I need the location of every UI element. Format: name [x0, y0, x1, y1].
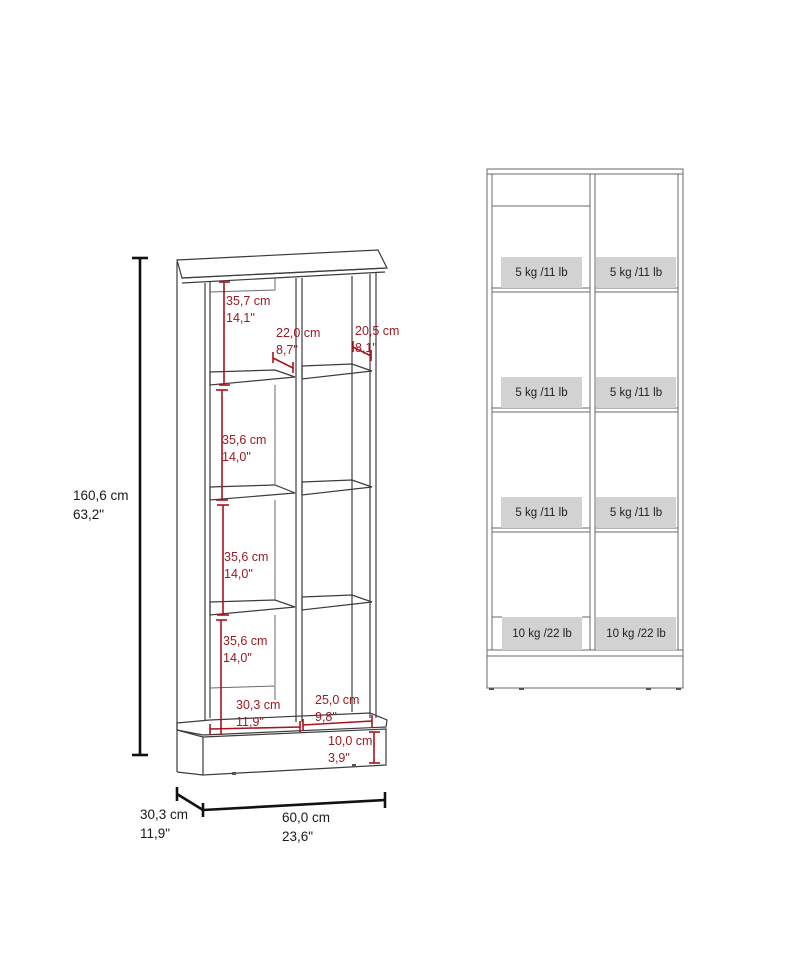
base-height-label: 10,0 cm 3,9"	[328, 733, 372, 767]
overall-height-cm: 160,6 cm	[73, 488, 129, 503]
dimension-in: 14,0"	[223, 651, 252, 665]
overall-height-label: 160,6 cm 63,2"	[73, 486, 129, 524]
dimension-cm: 35,6 cm	[222, 433, 267, 447]
dimension-in: 8,7"	[276, 343, 298, 357]
right-width-bottom-label: 25,0 cm 9,8"	[315, 692, 359, 726]
overall-width-in: 23,6"	[282, 829, 314, 844]
dimension-cm: 35,6 cm	[224, 550, 269, 564]
load-capacity-row2-right: 5 kg /11 lb	[596, 377, 676, 408]
load-capacity-row4-right: 10 kg /22 lb	[596, 617, 676, 650]
bookcase-perspective-view	[132, 249, 388, 817]
dimension-in: 14,1"	[226, 311, 255, 325]
overall-depth-label: 30,3 cm 11,9"	[140, 805, 188, 843]
interior-dimension-lines	[209, 281, 380, 764]
right-depth-top-label: 20,5 cm 8,1"	[355, 323, 399, 357]
dimension-in: 14,0"	[224, 567, 253, 581]
overall-depth-in: 11,9"	[140, 826, 171, 841]
dimension-cm: 35,7 cm	[226, 294, 271, 308]
left-width-bottom-label: 30,3 cm 11,9"	[236, 697, 280, 731]
bookcase-front-view	[486, 168, 684, 690]
overall-width-cm: 60,0 cm	[282, 810, 331, 825]
dimension-cm: 10,0 cm	[328, 734, 373, 748]
dimension-cm: 25,0 cm	[315, 693, 360, 707]
load-capacity-row3-right: 5 kg /11 lb	[596, 497, 676, 528]
compartment-2-height-label: 35,6 cm 14,0"	[222, 432, 266, 466]
overall-depth-cm: 30,3 cm	[140, 807, 189, 822]
dimension-in: 3,9"	[328, 751, 350, 765]
overall-height-in: 63,2"	[73, 507, 105, 522]
compartment-4-height-label: 35,6 cm 14,0"	[223, 633, 267, 667]
compartment-3-height-label: 35,6 cm 14,0"	[224, 549, 268, 583]
dimension-cm: 35,6 cm	[223, 634, 268, 648]
load-capacity-row3-left: 5 kg /11 lb	[501, 497, 582, 528]
dimension-in: 11,9"	[236, 715, 264, 729]
dimension-cm: 20,5 cm	[355, 324, 400, 338]
overall-width-label: 60,0 cm 23,6"	[282, 808, 330, 846]
top-compartment-height-label: 35,7 cm 14,1"	[226, 293, 270, 327]
load-capacity-row1-right: 5 kg /11 lb	[596, 257, 676, 288]
load-capacity-row4-left: 10 kg /22 lb	[502, 617, 582, 650]
left-depth-top-label: 22,0 cm 8,7"	[276, 325, 320, 359]
load-capacity-row2-left: 5 kg /11 lb	[501, 377, 582, 408]
dimension-cm: 22,0 cm	[276, 326, 321, 340]
dimension-cm: 30,3 cm	[236, 698, 281, 712]
dimension-in: 14,0"	[222, 450, 251, 464]
dimension-in: 9,8"	[315, 710, 337, 724]
overall-dimension-lines	[132, 256, 387, 817]
dimension-in: 8,1"	[355, 341, 377, 355]
load-capacity-row1-left: 5 kg /11 lb	[501, 257, 582, 288]
